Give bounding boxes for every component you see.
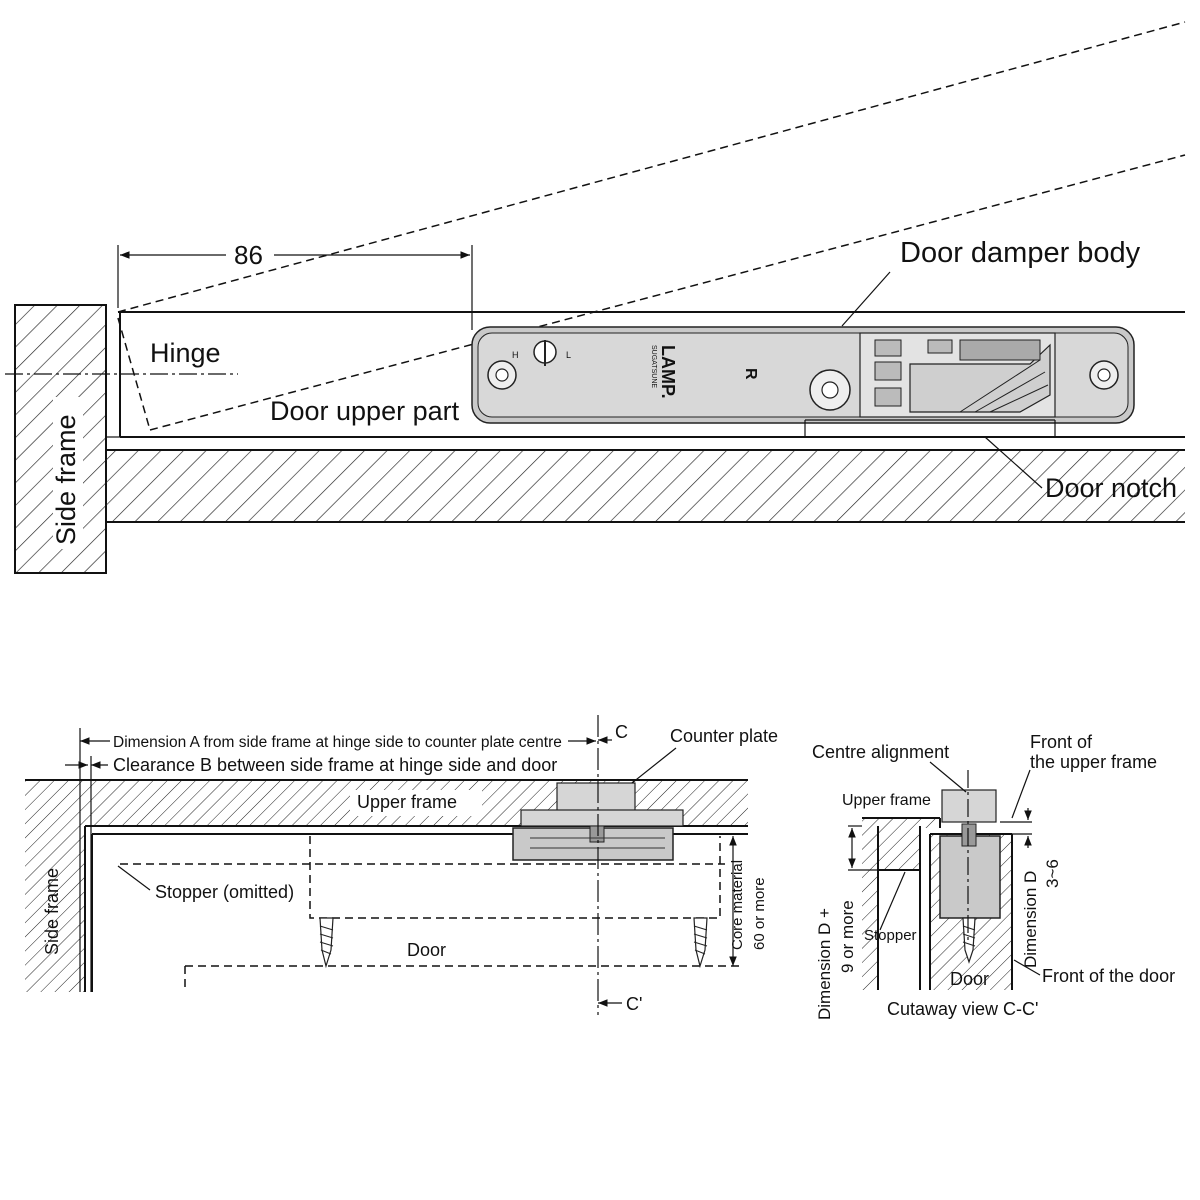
dimension-a-label: Dimension A from side frame at hinge sid… (113, 734, 562, 751)
door-notch-label: Door notch (1045, 473, 1177, 503)
door-swing-line-upper (117, 21, 1186, 313)
damper-brand-text: LAMP. (658, 345, 678, 399)
screw-right (693, 917, 708, 969)
door-damper-body-label: Door damper body (900, 237, 1141, 269)
stopper-label: Stopper (864, 927, 917, 944)
hinge-label: Hinge (150, 338, 221, 368)
dimension-d-plus-value: 9 or more (838, 900, 857, 973)
cutaway-view (848, 761, 1041, 990)
centre-alignment-label: Centre alignment (812, 742, 949, 762)
dimension-d-plus-label: Dimension D + (815, 908, 834, 1020)
front-upper-frame-label-1: Front of (1030, 732, 1093, 752)
door-hatched-strip (106, 450, 1185, 522)
door-upper-part-label: Door upper part (270, 396, 460, 426)
side-frame-label-front: Side frame (42, 868, 62, 955)
door-swing-line-lower (149, 154, 1186, 431)
front-upper-frame-label-2: the upper frame (1030, 752, 1157, 772)
damper-brand-subtext: SUGATSUNE (650, 345, 657, 388)
cutaway-caption: Cutaway view C-C' (887, 999, 1038, 1019)
damper-r-mark: R (742, 368, 759, 380)
dimension-86-label: 86 (234, 240, 263, 270)
front-view (25, 715, 748, 1015)
c-prime-mark: C' (626, 994, 642, 1014)
stopper-omitted-label: Stopper (omitted) (155, 882, 294, 902)
clearance-b-label: Clearance B between side frame at hinge … (113, 755, 557, 775)
counter-plate-label: Counter plate (670, 726, 778, 746)
damper-l-mark: L (566, 350, 571, 360)
c-mark: C (615, 722, 628, 742)
door-damper-body (471, 326, 1135, 424)
front-of-door-label: Front of the door (1042, 966, 1175, 986)
door-label-cutaway: Door (950, 969, 989, 989)
core-material-value: 60 or more (751, 877, 768, 950)
dimension-d-range: 3~6 (1043, 859, 1062, 888)
dimension-d-label: Dimension D (1021, 871, 1040, 968)
core-material-label: Core material (729, 860, 746, 950)
upper-frame-label-cutaway: Upper frame (842, 792, 931, 809)
screw-left (319, 917, 334, 969)
door-label-front: Door (407, 940, 446, 960)
damper-h-mark: H (512, 350, 519, 360)
upper-frame-label: Upper frame (357, 792, 457, 812)
top-view (5, 21, 1186, 574)
side-frame-label-top: Side frame (51, 414, 81, 545)
